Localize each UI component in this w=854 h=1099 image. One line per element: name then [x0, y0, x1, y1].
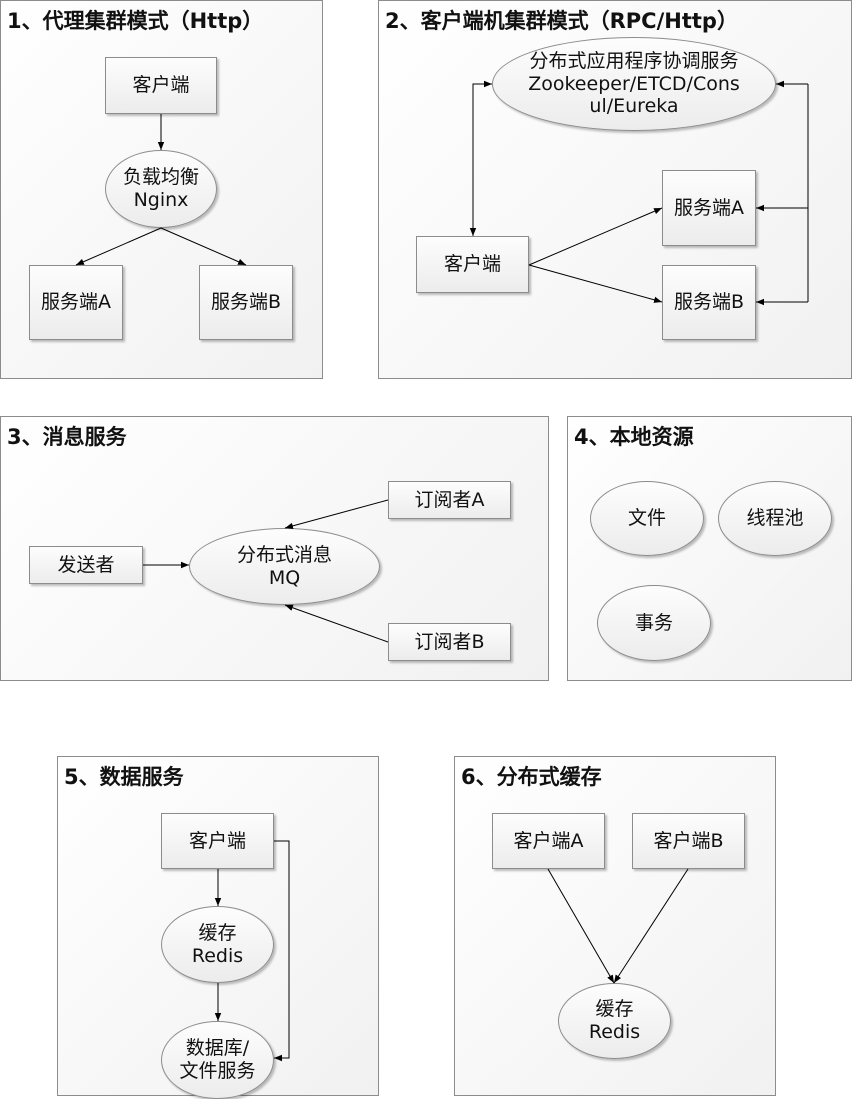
node-label: Redis — [191, 944, 244, 967]
arrow-client-a-to-cache — [547, 868, 615, 984]
node-label: 分布式应用程序协调服务 — [529, 49, 739, 72]
node-label: Zookeeper/ETCD/Cons — [528, 72, 740, 95]
node-label: 分布式消息 — [236, 543, 332, 566]
arrow-client-coordination — [469, 80, 492, 236]
node-label: MQ — [268, 566, 301, 589]
node-label: ul/Eureka — [589, 95, 679, 118]
server-a-node: 服务端A — [662, 170, 756, 246]
coordination-service-node: 分布式应用程序协调服务 Zookeeper/ETCD/Cons ul/Eurek… — [492, 37, 776, 131]
cache-redis-node: 缓存 Redis — [161, 906, 274, 983]
server-a-node: 服务端A — [29, 265, 123, 340]
subscriber-b-node: 订阅者B — [388, 623, 511, 661]
mq-node: 分布式消息 MQ — [189, 528, 380, 605]
arrow-subscriber-b-to-mq — [284, 604, 389, 643]
transaction-node: 事务 — [597, 585, 711, 661]
node-label: Redis — [588, 1021, 641, 1043]
arrow-lb-to-server-b — [160, 227, 247, 266]
server-b-node: 服务端B — [662, 265, 756, 340]
arrow-client-b-to-cache — [613, 868, 689, 984]
node-label: 数据库/ — [185, 1037, 250, 1060]
panel-title: 2、客户端机集群模式（RPC/Http） — [385, 9, 738, 33]
panel-client-cluster: 2、客户端机集群模式（RPC/Http） — [378, 0, 852, 379]
arrow-client-to-server-a — [528, 207, 663, 266]
client-a-node: 客户端A — [492, 813, 605, 869]
panel-title: 6、分布式缓存 — [461, 765, 602, 789]
client-node: 客户端 — [105, 57, 217, 114]
cache-redis-node: 缓存 Redis — [558, 983, 671, 1059]
node-label: 缓存 — [595, 998, 634, 1021]
server-b-node: 服务端B — [199, 265, 293, 340]
client-b-node: 客户端B — [632, 813, 745, 869]
node-label: Nginx — [133, 189, 189, 211]
client-node: 客户端 — [161, 813, 274, 869]
arrow-client-to-db — [274, 840, 290, 1062]
node-label: 缓存 — [198, 921, 237, 944]
node-label: 负载均衡 — [122, 166, 199, 189]
arrow-client-to-server-b — [528, 264, 663, 303]
file-node: 文件 — [590, 481, 704, 556]
panel-title: 5、数据服务 — [64, 765, 184, 789]
load-balancer-node: 负载均衡 Nginx — [105, 150, 217, 228]
sender-node: 发送者 — [29, 546, 143, 584]
arrow-subscriber-a-to-mq — [284, 499, 389, 529]
panel-title: 3、消息服务 — [7, 425, 127, 449]
thread-pool-node: 线程池 — [718, 481, 832, 556]
subscriber-a-node: 订阅者A — [388, 481, 511, 519]
panel-title: 1、代理集群模式（Http） — [7, 9, 264, 33]
panel-title: 4、本地资源 — [574, 425, 694, 449]
client-node: 客户端 — [416, 236, 529, 293]
arrow-lb-to-server-a — [75, 227, 162, 266]
node-label: 文件服务 — [179, 1060, 256, 1082]
